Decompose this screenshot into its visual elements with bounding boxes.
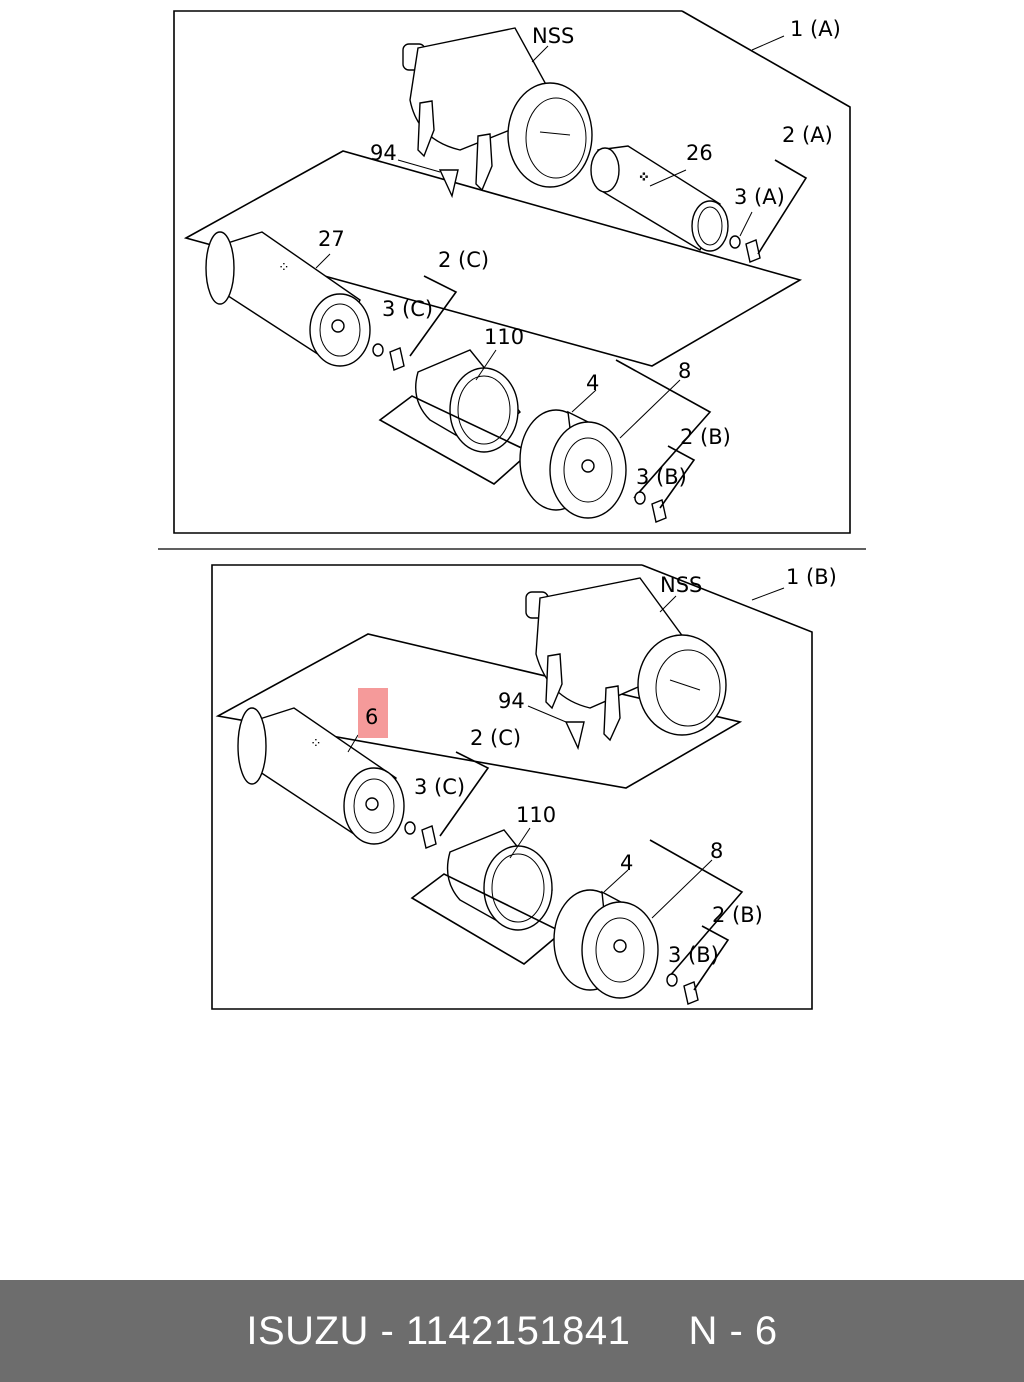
bracket-2b-a bbox=[659, 445, 696, 509]
bracket-8-a bbox=[615, 359, 712, 499]
washer-3a bbox=[729, 235, 741, 249]
cover-8-a bbox=[519, 409, 627, 519]
hose-110-a bbox=[415, 349, 521, 453]
leader-110-b bbox=[509, 827, 531, 859]
washer-3b-a bbox=[634, 491, 646, 505]
wingnut-2c-b bbox=[421, 825, 437, 849]
label-27: 27 bbox=[318, 227, 345, 251]
label-3b-b: 3 (B) bbox=[668, 943, 719, 967]
wingnut-2c-a bbox=[389, 347, 405, 371]
label-3c-b: 3 (C) bbox=[414, 775, 465, 799]
highlight-part-6 bbox=[358, 688, 388, 738]
svg-text:⁘: ⁘ bbox=[310, 736, 322, 752]
label-4-b: 4 bbox=[620, 851, 633, 875]
label-8-b: 8 bbox=[710, 839, 723, 863]
label-2a: 2 (A) bbox=[782, 123, 833, 147]
group-bracket-b bbox=[215, 633, 743, 789]
frame-b bbox=[211, 564, 813, 1010]
housing-nss-b bbox=[525, 577, 727, 742]
label-nss-b: NSS bbox=[660, 573, 702, 597]
leader-6 bbox=[347, 734, 359, 753]
filter-26: ⁘ bbox=[590, 145, 729, 252]
label-110-b: 110 bbox=[516, 803, 556, 827]
valve-94-b bbox=[564, 721, 585, 751]
bracket-2c-b bbox=[439, 751, 490, 837]
wingnut-2a bbox=[745, 239, 761, 263]
cover-8-b bbox=[553, 889, 659, 999]
label-3a: 3 (A) bbox=[734, 185, 785, 209]
label-nss-a: NSS bbox=[532, 24, 574, 48]
leader-26 bbox=[649, 169, 687, 187]
label-1a: 1 (A) bbox=[790, 17, 841, 41]
bracket-2c-a bbox=[409, 275, 458, 357]
element-27: ⁘ bbox=[205, 231, 371, 367]
washer-3c-a bbox=[372, 343, 384, 357]
washer-3c-b bbox=[404, 821, 416, 835]
footer-bar: ISUZU - 1142151841 N - 6 bbox=[0, 1280, 1024, 1382]
leader-4-b bbox=[603, 869, 629, 893]
label-2c-b: 2 (C) bbox=[470, 726, 521, 750]
leader-110-a bbox=[475, 349, 497, 381]
label-8-a: 8 bbox=[678, 359, 691, 383]
leader-27 bbox=[315, 253, 331, 269]
diagram-a: ⁘ ⁘ bbox=[173, 10, 851, 534]
label-94-b: 94 bbox=[498, 689, 525, 713]
frame-a bbox=[173, 10, 851, 534]
label-3b-a: 3 (B) bbox=[636, 465, 687, 489]
bracket-2b-b bbox=[693, 925, 730, 991]
bracket-2a bbox=[757, 159, 808, 255]
part-number-caption: ISUZU - 1142151841 N - 6 bbox=[246, 1308, 778, 1353]
label-6: 6 bbox=[365, 705, 378, 729]
housing-nss-a bbox=[402, 27, 593, 192]
label-3c-a: 3 (C) bbox=[382, 297, 433, 321]
diagram-b: ⁘ 1 (B) bbox=[211, 564, 837, 1010]
svg-text:⁘: ⁘ bbox=[278, 260, 290, 276]
label-2c-a: 2 (C) bbox=[438, 248, 489, 272]
wingnut-2b-b bbox=[683, 981, 699, 1005]
label-4-a: 4 bbox=[586, 371, 599, 395]
element-6: ⁘ bbox=[237, 707, 405, 845]
parts-diagram: ⁘ ⁘ bbox=[158, 10, 866, 1010]
hose-110-b bbox=[446, 829, 553, 931]
leader-4-a bbox=[571, 389, 597, 413]
label-2b-a: 2 (B) bbox=[680, 425, 731, 449]
label-94-a: 94 bbox=[370, 141, 397, 165]
label-2b-b: 2 (B) bbox=[712, 903, 763, 927]
leader-94-b bbox=[527, 705, 567, 723]
svg-text:⁘: ⁘ bbox=[638, 170, 650, 186]
group-bracket-a bbox=[183, 150, 803, 367]
label-1b: 1 (B) bbox=[786, 565, 837, 589]
valve-94-a bbox=[438, 169, 459, 199]
bracket-8-b bbox=[649, 839, 744, 979]
washer-3b-b bbox=[666, 973, 678, 987]
leader-94-a bbox=[397, 159, 441, 173]
label-110-a: 110 bbox=[484, 325, 524, 349]
label-26: 26 bbox=[686, 141, 713, 165]
